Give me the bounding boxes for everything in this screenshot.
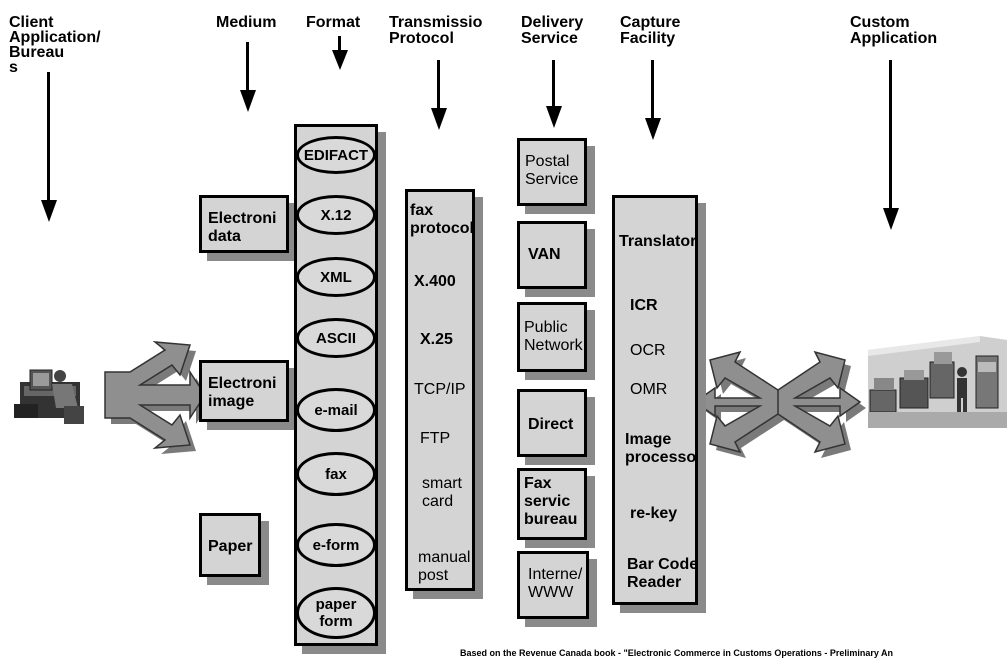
medium-electronic-data-box: Electroni data [199,195,289,253]
source-footnote: Based on the Revenue Canada book - "Elec… [460,648,893,658]
medium-paper-box: Paper [199,513,261,577]
arrow-capture-shaft [651,60,654,120]
medium-electronic-data-label: Electroni data [208,210,276,246]
delivery-van-box: VAN [517,221,587,289]
arrow-client-shaft [47,72,50,202]
header-custom: Custom Application [850,15,937,47]
arrow-delivery-shaft [552,60,555,108]
header-transmission: Transmissio Protocol [389,15,482,47]
delivery-direct-box: Direct [517,389,587,457]
capture-translator: Translator [619,233,696,251]
delivery-internet-label: Interne/ WWW [528,566,582,602]
transmission-x25: X.25 [420,331,453,349]
medium-electronic-image-label: Electroni image [208,375,276,411]
arrow-delivery-head [546,106,562,128]
delivery-van-label: VAN [528,246,561,264]
delivery-internet-box: Interne/ WWW [517,551,589,619]
transmission-manual-post: manual post [418,549,470,585]
delivery-public-network-label: Public Network [524,319,583,355]
arrow-transmission-head [431,108,447,130]
header-medium: Medium [216,15,276,31]
header-client: Client Application/ Bureau s [9,15,101,75]
arrow-custom-head [883,208,899,230]
delivery-fax-bureau-label: Fax servic bureau [524,475,577,529]
transmission-smart-card: smart card [422,475,462,511]
arrow-medium-head [240,90,256,112]
delivery-postal-label: Postal Service [525,153,578,189]
delivery-public-network-box: Public Network [517,302,587,372]
capture-rekey: re-key [630,505,677,523]
arrow-medium-shaft [246,42,249,92]
arrow-client-head [41,200,57,222]
header-capture: Capture Facility [620,15,680,47]
transmission-ftp: FTP [420,430,450,448]
format-paper-form: paper form [296,587,376,639]
arrow-custom-shaft [889,60,892,210]
capture-ocr: OCR [630,342,666,360]
delivery-fax-bureau-box: Fax servic bureau [517,468,587,540]
format-xml: XML [296,257,376,297]
capture-column [612,195,698,605]
capture-image-processor: Image processo [625,431,696,467]
format-email: e-mail [296,388,376,432]
header-format: Format [306,15,360,31]
factory-machines-icon [868,336,1007,428]
transmission-x400: X.400 [414,273,456,291]
arrow-transmission-shaft [437,60,440,110]
delivery-postal-box: Postal Service [517,138,587,206]
format-fax: fax [296,452,376,496]
transmission-tcpip: TCP/IP [414,381,466,399]
capture-omr: OMR [630,381,667,399]
format-x12: X.12 [296,195,376,235]
transmission-fax-protocol: fax protocol [410,202,474,238]
format-ascii: ASCII [296,318,376,358]
format-edifact: EDIFACT [296,136,376,174]
capture-bar-code-reader: Bar Code Reader [627,556,698,592]
arrow-capture-head [645,118,661,140]
header-delivery: Delivery Service [521,15,583,47]
medium-electronic-image-box: Electroni image [199,360,289,422]
format-eform: e-form [296,523,376,567]
computer-user-icon [14,370,84,424]
capture-icr: ICR [630,297,658,315]
delivery-direct-label: Direct [528,416,573,434]
arrow-format-head [332,50,348,70]
medium-paper-label: Paper [208,538,252,556]
